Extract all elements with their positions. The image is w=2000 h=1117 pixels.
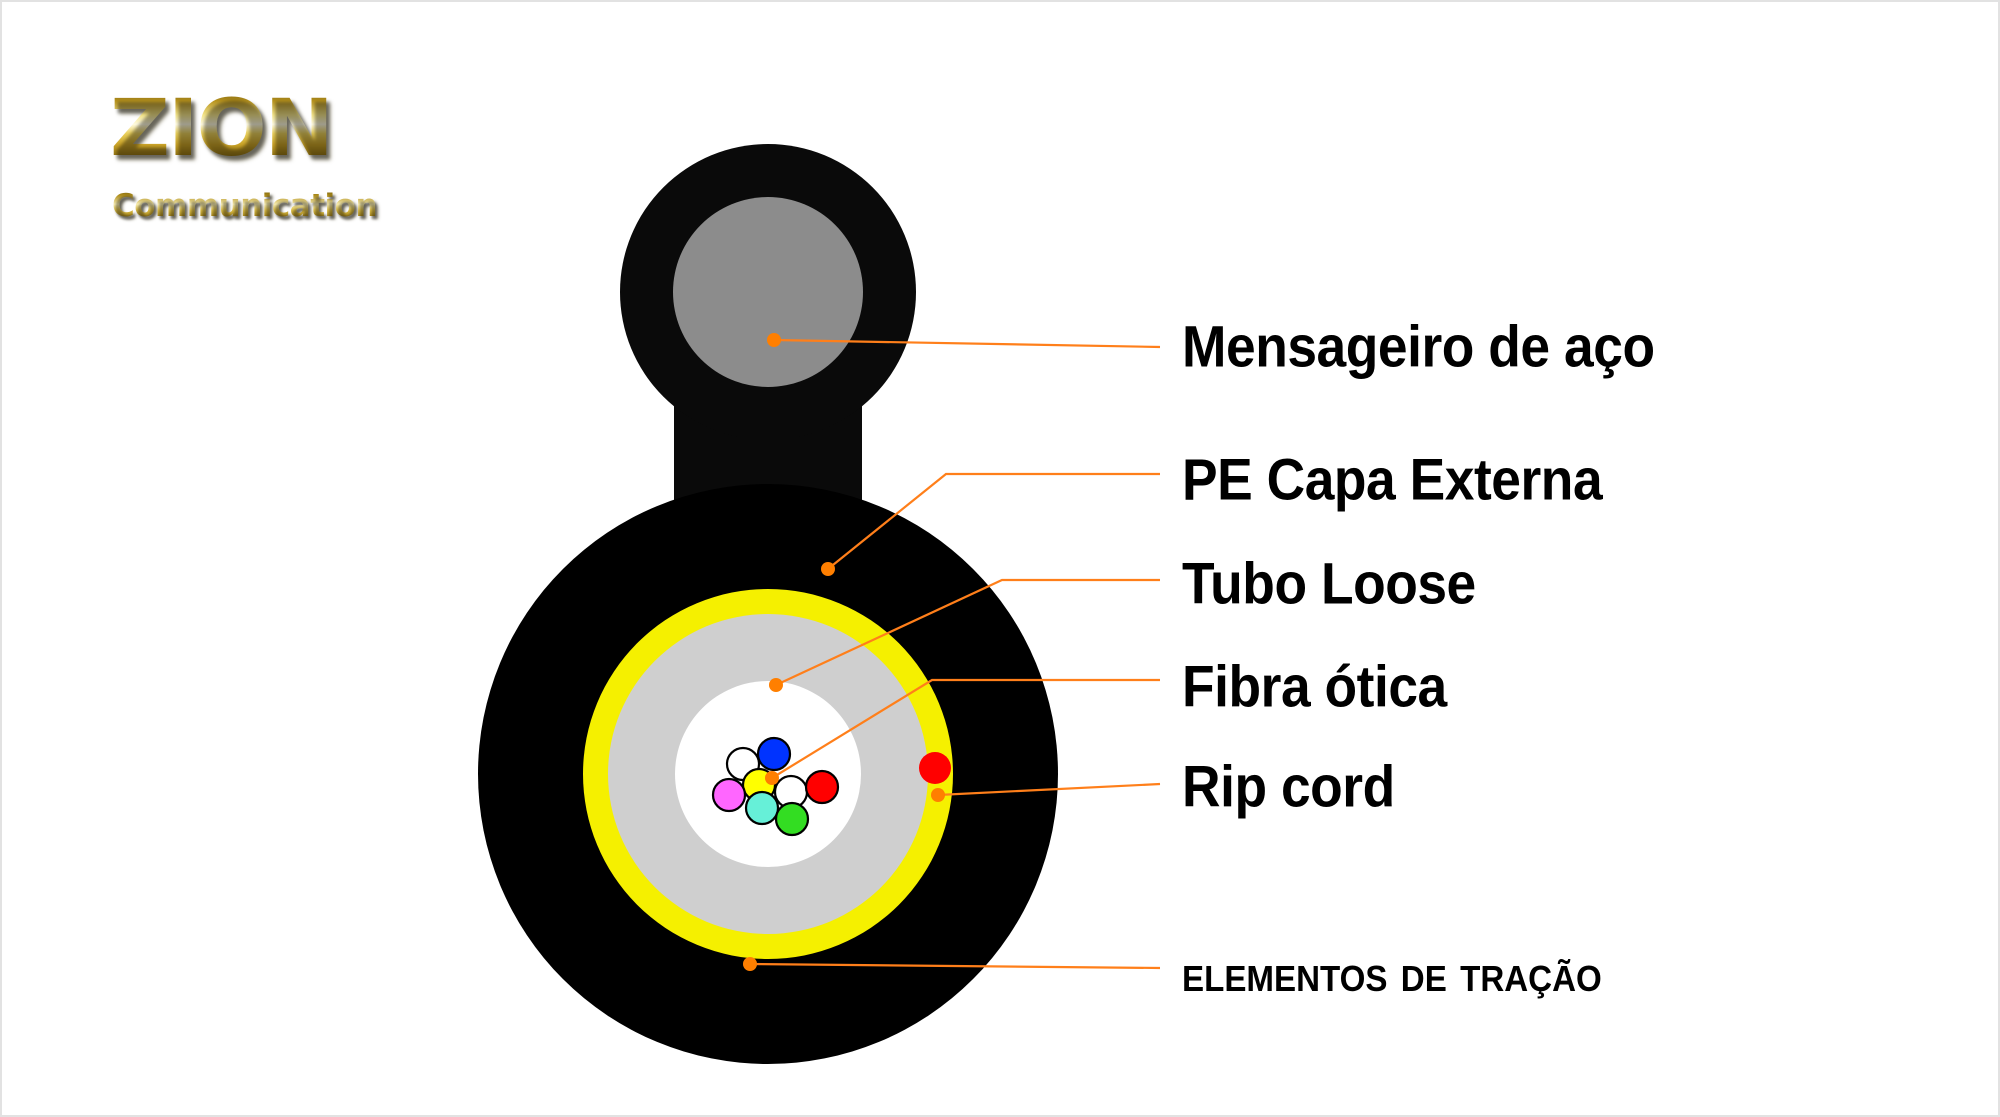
label-rip-cord: Rip cord (1182, 754, 1395, 820)
leader-dot-rip-cord (931, 788, 945, 802)
logo-wordmark-shadow: ZION (114, 95, 392, 173)
leader-dot-mensageiro-de-aco (767, 333, 781, 347)
leader-dot-elementos-de-tracao (743, 957, 757, 971)
leader-line-mensageiro-de-aco (773, 338, 1161, 349)
logo-tagline-shadow: Communication (115, 191, 381, 227)
logo-wordmark: ZION (110, 90, 388, 168)
logo-tagline: Communication (112, 188, 378, 224)
leader-dot-tubo-loose (769, 678, 783, 692)
leader-line-fibra-otica (771, 678, 1160, 779)
leader-dot-pe-capa-externa (821, 562, 835, 576)
leader-line-elementos-de-tracao (749, 962, 1161, 970)
label-elementos-de-tracao: Elementos de tração (1182, 945, 1602, 1003)
optical-fiber (804, 769, 840, 805)
optical-fiber (774, 801, 810, 837)
label-tubo-loose: Tubo Loose (1182, 551, 1476, 617)
optical-fiber (744, 790, 780, 826)
label-pe-capa-externa: PE Capa Externa (1182, 447, 1603, 513)
label-mensageiro-de-aco: Mensageiro de aço (1182, 314, 1655, 380)
steel-messenger-core (673, 197, 863, 387)
leader-line-rip-cord (937, 782, 1161, 797)
zion-logo: ZION ZION Communication Communication (110, 90, 381, 230)
optical-fiber (711, 777, 747, 813)
optical-fiber (756, 736, 792, 772)
leader-line-tubo-loose (775, 578, 1160, 686)
leader-line-group (743, 333, 1161, 971)
leader-dot-fibra-otica (765, 771, 779, 785)
rip-cord-element (919, 752, 951, 784)
label-fibra-otica: Fibra ótica (1182, 654, 1447, 720)
leader-line-pe-capa-externa (827, 472, 1160, 570)
